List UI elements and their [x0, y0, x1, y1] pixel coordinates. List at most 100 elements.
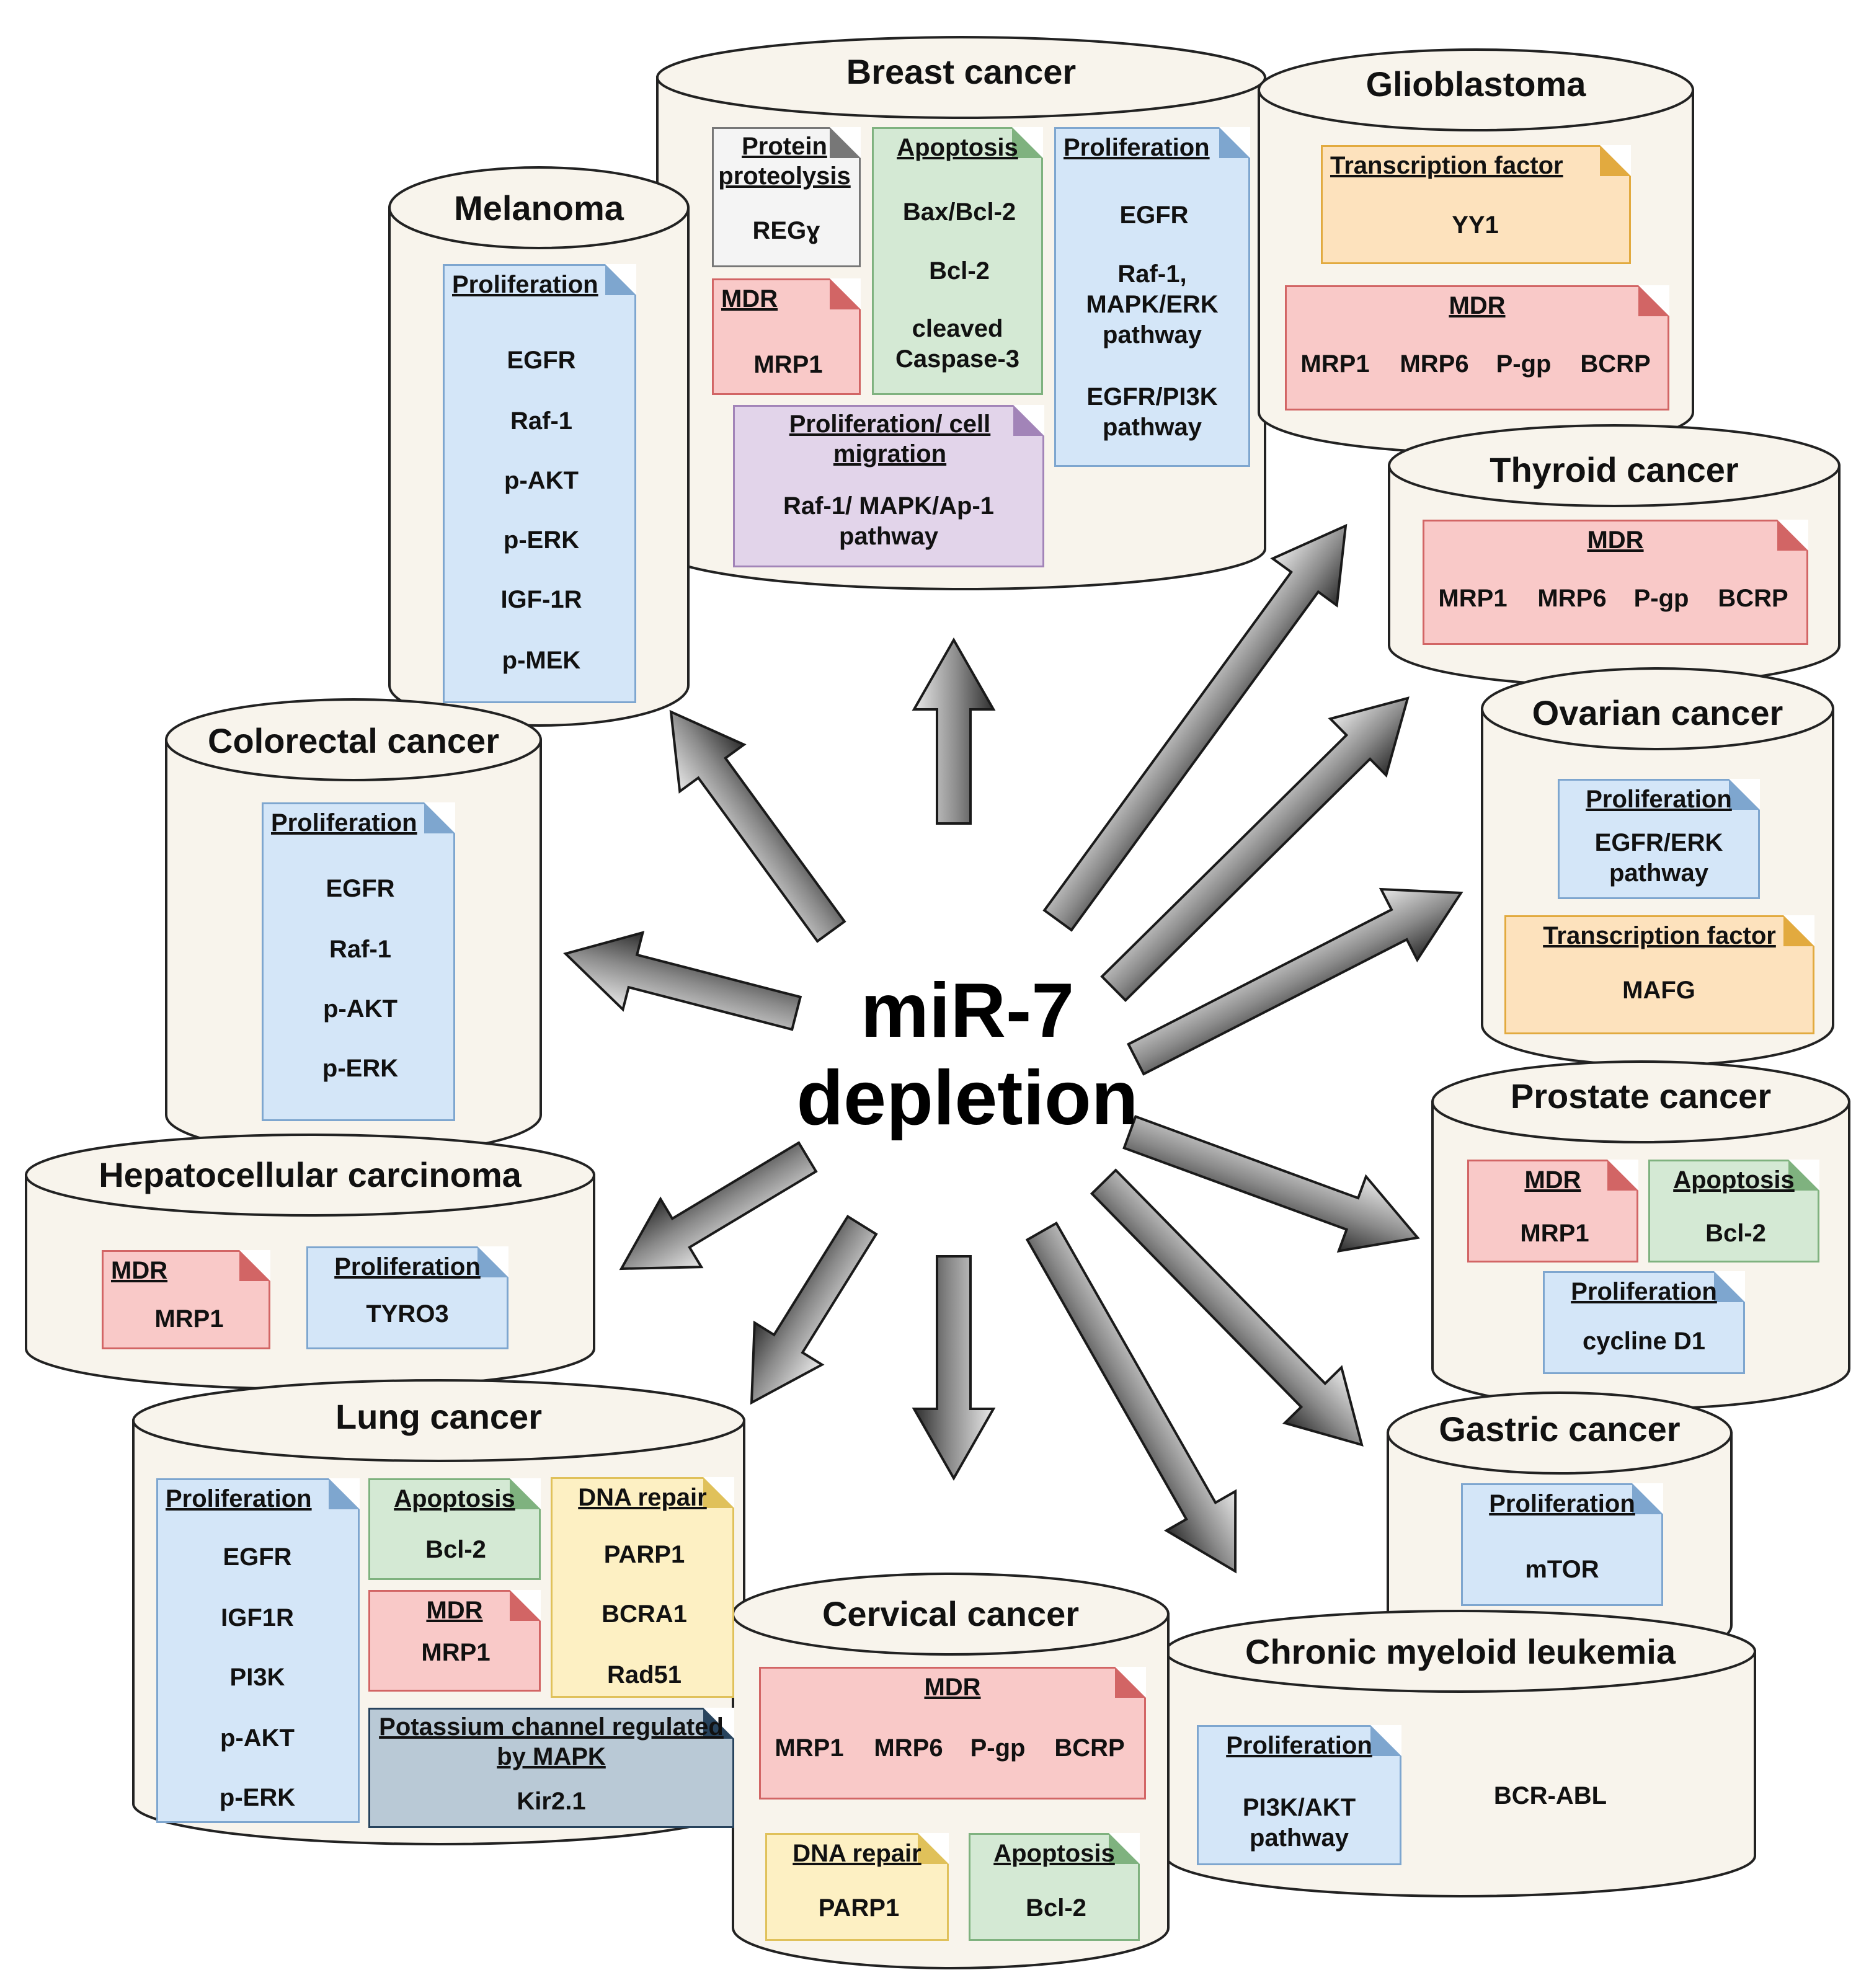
note-category: Potassium channel regulated by MAPK	[379, 1713, 724, 1770]
cancer-title-thyroid: Thyroid cancer	[1490, 450, 1739, 489]
note-fold	[1714, 1271, 1745, 1302]
note-item: MRP1	[154, 1305, 224, 1333]
note-item: REGɣ	[752, 217, 820, 244]
note-category: Apoptosis	[993, 1840, 1115, 1867]
note-category: Apoptosis	[394, 1485, 515, 1512]
note-category: MDR	[1587, 526, 1644, 554]
note-category: MDR	[1449, 292, 1506, 319]
arrow-6	[912, 1255, 996, 1481]
cancer-title-prostate: Prostate cancer	[1510, 1076, 1772, 1116]
note-fold	[1729, 779, 1760, 810]
cylinder-lid	[1387, 1391, 1733, 1475]
center-label-line2: depletion	[796, 1055, 1139, 1142]
note-item: p-AKT	[220, 1724, 295, 1752]
note-item: EGFR	[1119, 202, 1189, 229]
note-fold	[329, 1478, 360, 1509]
cancer-title-ovarian: Ovarian cancer	[1532, 693, 1783, 732]
arrow-1	[912, 637, 996, 825]
note-item: Rad51	[606, 1661, 682, 1688]
note-item: MRP1	[1520, 1220, 1589, 1247]
hcc-mdr-note: MDR MRP1	[102, 1250, 270, 1349]
cylinder-lid	[132, 1379, 745, 1462]
note-item: Kir2.1	[517, 1788, 586, 1815]
note-item: PI3K	[229, 1664, 285, 1691]
arrow-3	[563, 931, 802, 1031]
cylinder-lid	[165, 698, 542, 781]
prostate-mdr-note: MDR MRP1	[1467, 1160, 1638, 1262]
note-item: p-AKT	[323, 995, 397, 1023]
arrow-12	[1042, 523, 1348, 932]
note-item: MRP1	[1300, 350, 1370, 378]
note-item: MRP6	[874, 1734, 943, 1762]
note-item: Bcl-2	[425, 1536, 486, 1563]
note-item: EGFR	[507, 347, 576, 374]
note-category: Proliferation	[271, 809, 417, 836]
center-label: miR-7 depletion	[732, 967, 1203, 1143]
note-item: MRP1	[421, 1639, 491, 1666]
note-item: p-AKT	[504, 467, 579, 494]
note-fold	[1607, 1160, 1638, 1191]
note-item: IGF-1R	[500, 586, 582, 613]
note-item: EGFR/PI3K pathway	[1086, 383, 1218, 441]
note-item: p-ERK	[322, 1055, 399, 1082]
note-category: Proliferation/ cell migration	[789, 410, 991, 468]
note-category: Transcription factor	[1543, 922, 1776, 949]
note-item: PARP1	[603, 1541, 685, 1568]
cylinder-lid	[1258, 48, 1694, 131]
note-item: cleaved Caspase-3	[895, 315, 1020, 373]
note-item: MRP1	[753, 351, 823, 378]
arrow-9	[1122, 1115, 1420, 1253]
cancer-title-colorectal: Colorectal cancer	[208, 721, 499, 760]
cancer-title-cml: Chronic myeloid leukemia	[1245, 1632, 1676, 1671]
note-fold	[1013, 405, 1044, 436]
cancer-title-melanoma: Melanoma	[454, 189, 624, 228]
note-fold	[703, 1477, 734, 1508]
lung-potassium-note: Potassium channel regulated by MAPK Kir2.…	[368, 1708, 734, 1828]
cancer-title-cervical: Cervical cancer	[822, 1594, 1080, 1633]
note-category: DNA repair	[793, 1840, 921, 1867]
center-label-line1: miR-7	[860, 968, 1075, 1054]
arrow-7	[1025, 1221, 1237, 1574]
note-item: MRP6	[1400, 350, 1469, 378]
cancer-title-glioblastoma: Glioblastoma	[1366, 64, 1586, 104]
note-fold	[477, 1246, 508, 1277]
note-item: BCRP	[1718, 585, 1788, 612]
note-category: MDR	[111, 1257, 168, 1284]
note-category: MDR	[924, 1674, 981, 1701]
note-category: MDR	[426, 1597, 483, 1624]
note-item: P-gp	[1633, 585, 1689, 612]
note-fold	[1600, 145, 1631, 176]
note-item: TYRO3	[366, 1300, 449, 1328]
note-category: Proliferation	[1064, 134, 1210, 161]
note-fold	[424, 802, 455, 833]
cylinder-lid	[1431, 1060, 1850, 1143]
note-item: PI3K/AKT pathway	[1242, 1794, 1356, 1852]
note-item: P-gp	[970, 1734, 1026, 1762]
note-item: BCRP	[1580, 350, 1651, 378]
note-item: YY1	[1452, 211, 1499, 239]
note-fold	[510, 1478, 541, 1509]
cancer-title-gastric: Gastric cancer	[1439, 1409, 1681, 1449]
note-item: Bcl-2	[1705, 1220, 1766, 1247]
note-category: Proliferation	[1571, 1278, 1717, 1305]
note-item: Raf-1/ MAPK/Ap-1 pathway	[783, 492, 995, 550]
note-fold	[1012, 127, 1043, 158]
note-fold	[1777, 520, 1808, 551]
note-fold	[1115, 1667, 1146, 1698]
note-item: MRP1	[1438, 585, 1508, 612]
note-category: DNA repair	[578, 1484, 707, 1511]
note-category: MDR	[1524, 1166, 1581, 1194]
